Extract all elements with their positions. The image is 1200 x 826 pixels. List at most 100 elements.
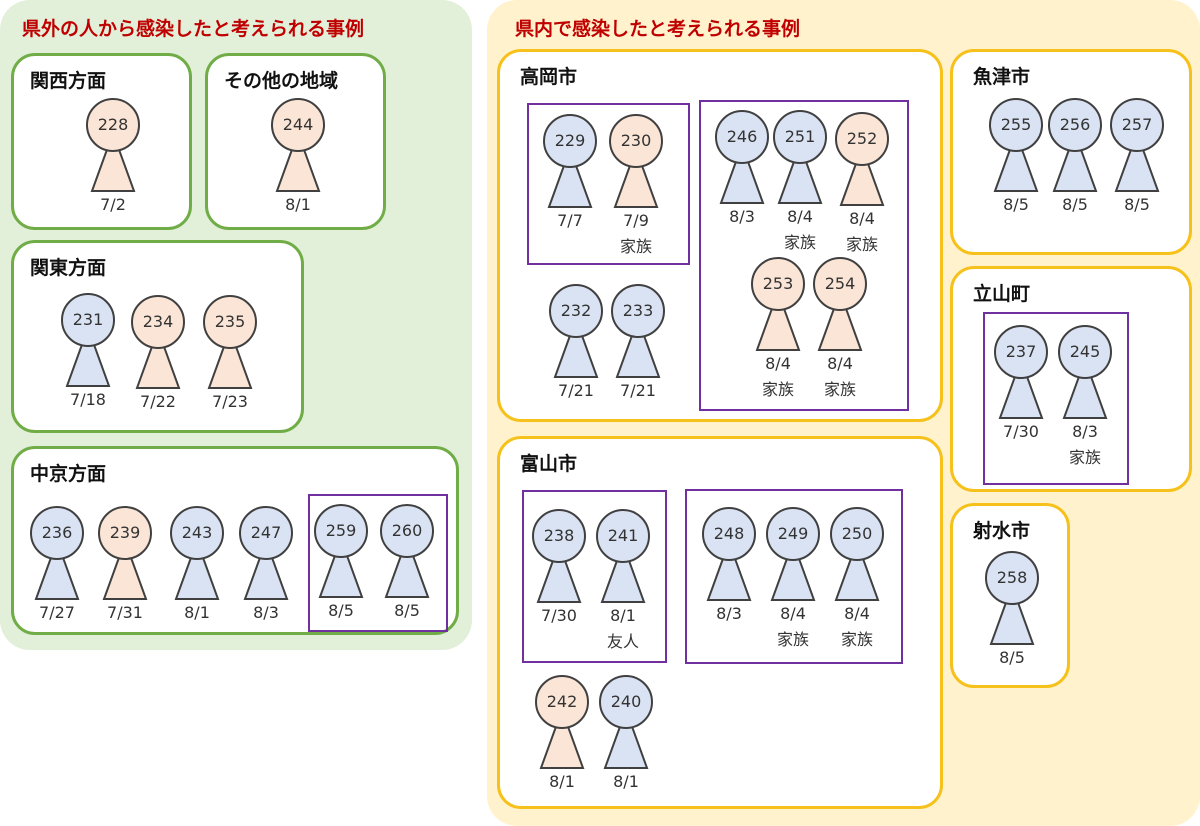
- person-head-circle: [715, 110, 769, 164]
- person-date: 8/1: [549, 772, 575, 791]
- person-figure-icon: [715, 110, 769, 204]
- region-name-imizu: 射水市: [973, 520, 1031, 542]
- person-body-triangle: [539, 707, 585, 769]
- person-id: 258: [996, 568, 1028, 587]
- person-id: 260: [391, 521, 423, 540]
- person-date: 8/3: [1072, 422, 1098, 441]
- person-id: 242: [546, 692, 578, 711]
- person-id: 249: [777, 524, 809, 543]
- person-head-circle: [314, 504, 368, 558]
- person-id: 236: [41, 523, 73, 542]
- person-head-circle: [813, 257, 867, 311]
- person-figure-icon: [314, 504, 368, 598]
- person-figure-icon: [599, 675, 653, 769]
- region-toyama: 富山市: [497, 436, 943, 809]
- person-id: 235: [214, 312, 246, 331]
- person-date: 8/5: [328, 601, 354, 620]
- person-id: 238: [543, 526, 575, 545]
- person-date: 7/31: [107, 603, 143, 622]
- person-figure-icon: [271, 98, 325, 192]
- cluster-takaoka-2: [699, 100, 909, 411]
- person-id: 233: [622, 301, 654, 320]
- person-date: 7/21: [558, 381, 594, 400]
- person-body-triangle: [777, 142, 823, 204]
- person-head-circle: [1110, 98, 1164, 152]
- person-body-triangle: [384, 536, 430, 598]
- person-head-circle: [98, 506, 152, 560]
- person-date: 8/4: [844, 604, 870, 623]
- person-id: 231: [72, 310, 104, 329]
- region-name-takaoka: 高岡市: [520, 66, 578, 88]
- person-body-triangle: [600, 541, 646, 603]
- person-body-triangle: [135, 327, 181, 389]
- person-id: 247: [250, 523, 282, 542]
- person-date: 7/22: [140, 392, 176, 411]
- person-body-triangle: [834, 539, 880, 601]
- person-body-triangle: [817, 289, 863, 351]
- person-head-circle: [543, 114, 597, 168]
- person-date: 7/7: [557, 211, 583, 230]
- person-body-triangle: [102, 538, 148, 600]
- person-figure-icon: [773, 110, 827, 204]
- person-247: 247 8/3: [235, 505, 297, 655]
- person-body-triangle: [536, 541, 582, 603]
- person-figure-icon: [830, 507, 884, 601]
- person-date: 8/1: [184, 603, 210, 622]
- person-id: 239: [109, 523, 141, 542]
- person-body-triangle: [839, 144, 885, 206]
- person-id: 232: [560, 301, 592, 320]
- person-date: 8/3: [253, 603, 279, 622]
- person-head-circle: [203, 295, 257, 349]
- outside-prefecture-title: 県外の人から感染したと考えられる事例: [22, 18, 365, 40]
- cluster-tateyama: [983, 312, 1129, 485]
- person-head-circle: [380, 504, 434, 558]
- person-date: 8/5: [1124, 195, 1150, 214]
- person-date: 7/23: [212, 392, 248, 411]
- person-id: 257: [1121, 115, 1153, 134]
- person-figure-icon: [813, 257, 867, 351]
- person-239: 239 7/31: [94, 505, 156, 655]
- cluster-toyama-1: [522, 490, 667, 663]
- person-235: 235 7/23: [199, 294, 261, 444]
- person-id: 241: [607, 526, 639, 545]
- person-229: 229 7/7: [539, 113, 601, 263]
- person-date: 8/5: [1003, 195, 1029, 214]
- person-head-circle: [30, 506, 84, 560]
- person-head-circle: [830, 507, 884, 561]
- person-figure-icon: [702, 507, 756, 601]
- person-head-circle: [239, 506, 293, 560]
- person-id: 255: [1000, 115, 1032, 134]
- person-head-circle: [985, 551, 1039, 605]
- person-date: 8/4: [827, 354, 853, 373]
- person-figure-icon: [549, 284, 603, 378]
- person-head-circle: [1048, 98, 1102, 152]
- region-name-kanto: 関東方面: [30, 257, 107, 279]
- person-figure-icon: [596, 509, 650, 603]
- person-date: 8/3: [729, 207, 755, 226]
- person-body-triangle: [989, 583, 1035, 645]
- person-relation-note: 友人: [606, 632, 639, 651]
- person-relation-note: 家族: [845, 235, 878, 254]
- person-figure-icon: [131, 295, 185, 389]
- person-body-triangle: [613, 146, 659, 208]
- person-figure-icon: [203, 295, 257, 389]
- region-name-uozu: 魚津市: [973, 66, 1031, 88]
- person-body-triangle: [207, 327, 253, 389]
- person-body-triangle: [1114, 130, 1160, 192]
- person-head-circle: [609, 114, 663, 168]
- person-figure-icon: [170, 506, 224, 600]
- region-name-tateyama: 立山町: [973, 283, 1031, 305]
- person-head-circle: [170, 506, 224, 560]
- person-id: 229: [554, 131, 586, 150]
- inside-prefecture-title: 県内で感染したと考えられる事例: [515, 18, 801, 40]
- person-head-circle: [532, 509, 586, 563]
